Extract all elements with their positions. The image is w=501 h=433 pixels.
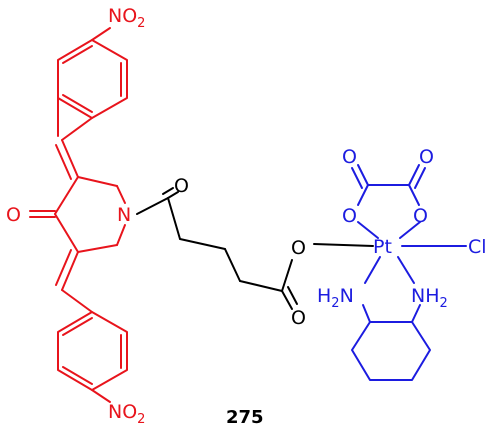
- oxalate-o-left-label: O: [342, 205, 357, 227]
- chain-3: [224, 248, 241, 282]
- chloride-label: Cl: [468, 236, 487, 258]
- ester-double-bond: [281, 290, 293, 310]
- ester-o-to-pt-bond: [313, 243, 374, 247]
- bottom-nitro-bond: [91, 389, 111, 403]
- curcuminoid-fragment: [29, 27, 128, 403]
- ester-c-o-bond: [281, 259, 293, 292]
- bottom-benzene-ring: [57, 311, 128, 391]
- chain-2: [179, 238, 226, 250]
- pt-to-n-left-bond: [364, 256, 381, 284]
- amine-right-label: NH2: [411, 285, 448, 311]
- ring-c6-c5: [77, 244, 118, 253]
- ester-oxygen-label: O: [291, 237, 306, 259]
- platinum-fragment: [351, 164, 467, 381]
- oxalate-o-top-left-label: O: [342, 146, 357, 168]
- compound-number: 275: [226, 407, 264, 428]
- ring-c2-n: [116, 185, 126, 204]
- top-nitro-bond: [91, 27, 111, 41]
- top-exocyclic-double-bond: [61, 139, 79, 178]
- amide-carbon-chain-1: [167, 197, 181, 240]
- chain-4: [239, 280, 283, 292]
- ester-carbonyl-oxygen-label: O: [291, 307, 306, 329]
- n-to-amide-carbon-bond: [136, 197, 169, 215]
- oxalate-o-right-to-pt: [399, 221, 421, 239]
- ring-c3-c2: [77, 176, 118, 187]
- linker-labels: O O O: [174, 175, 306, 329]
- n-right-to-ring: [411, 304, 421, 323]
- platinum-label: Pt: [373, 236, 392, 258]
- amide-oxygen-label: O: [174, 175, 189, 197]
- ring-c4-c3: [54, 176, 79, 215]
- nitro-bottom-label: NO2: [108, 401, 145, 427]
- oxalate-o-left-to-pt: [357, 221, 379, 239]
- linker-fragment: [136, 187, 374, 310]
- curcuminoid-labels: NO2 O N NO2: [6, 5, 145, 427]
- oxalate-left-co-double: [357, 164, 369, 186]
- pt-to-n-right-bond: [397, 256, 415, 284]
- ring-n-c6: [116, 224, 126, 246]
- ketone-oxygen-label: O: [6, 204, 21, 226]
- oxalate-left-c-o: [357, 184, 369, 206]
- top-benzene-ring: [57, 39, 128, 119]
- platinum-labels: O O O O Pt Cl H2N NH2: [317, 146, 487, 311]
- amide-double-bond: [167, 191, 179, 199]
- piperidine-nitrogen-label: N: [117, 204, 131, 226]
- n-left-to-ring: [362, 304, 371, 323]
- top-ring-to-ch-bond: [61, 117, 93, 141]
- oxalate-right-c-o: [408, 184, 420, 206]
- oxalate-right-co-double: [408, 164, 420, 186]
- nitro-top-label: NO2: [108, 5, 145, 31]
- ring-c5-c4: [54, 213, 79, 253]
- amine-left-label: H2N: [317, 285, 354, 311]
- bottom-exocyclic-double-bond: [61, 251, 79, 291]
- bottom-ch-to-ring-bond: [61, 289, 93, 313]
- oxalate-o-right-label: O: [413, 205, 428, 227]
- cyclohexane-ring: [351, 321, 431, 381]
- oxalate-o-top-right-label: O: [419, 146, 434, 168]
